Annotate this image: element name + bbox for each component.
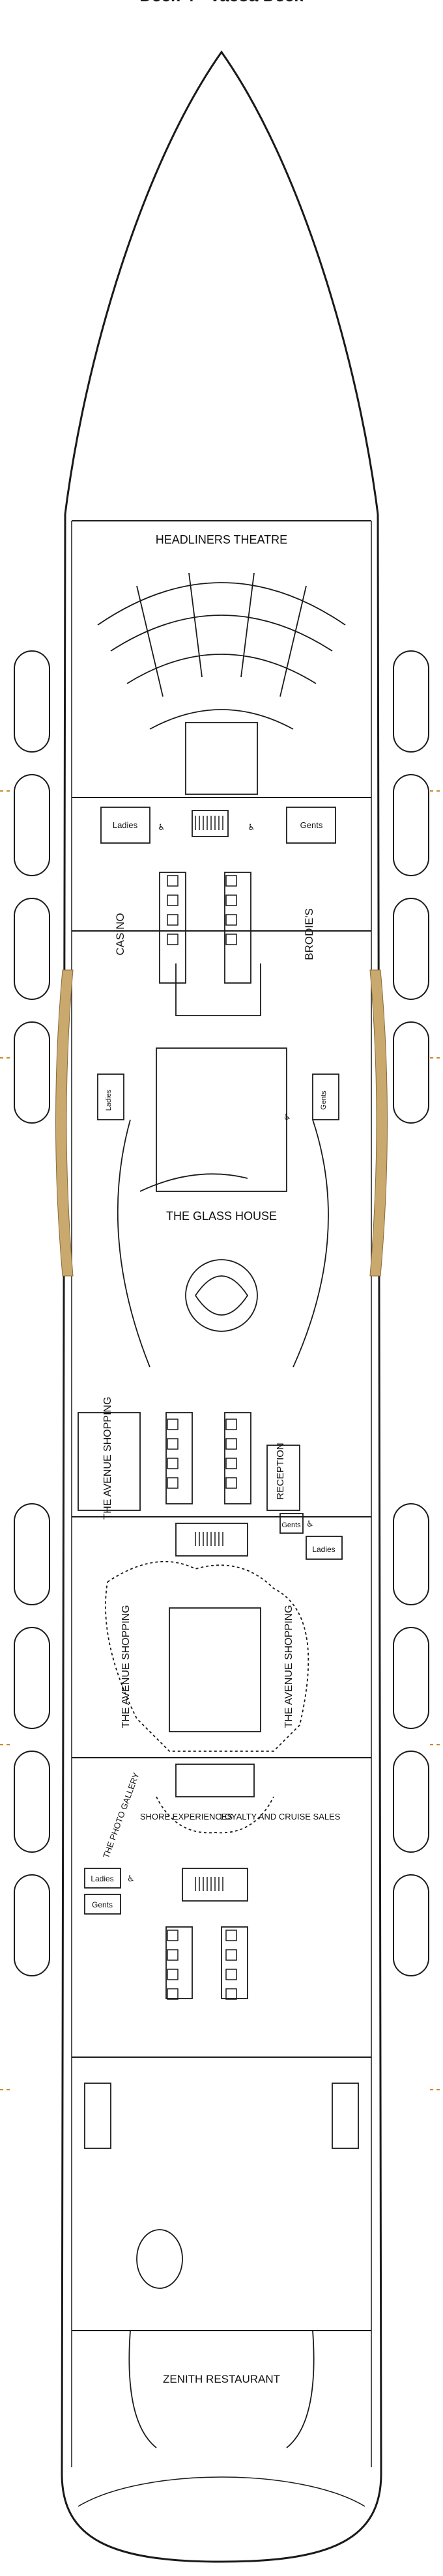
label-shore-experiences: SHORE EXPERIENCES — [140, 1812, 233, 1821]
promenade-teak — [55, 969, 388, 1277]
lift-icon — [225, 1969, 237, 1980]
lift-icon — [167, 934, 179, 945]
lift-icon — [167, 1419, 179, 1430]
label-casino: CASINO — [114, 913, 126, 955]
lifeboat-icon — [393, 1021, 429, 1124]
svg-text:♿: ♿ — [306, 1519, 314, 1529]
svg-text:♿: ♿ — [127, 1874, 135, 1884]
lifeboat-icon — [393, 1874, 429, 1976]
svg-text:♿: ♿ — [158, 823, 165, 833]
wheelchair-icon: ♿ ♿ ♿ ♿ ♿ — [127, 823, 314, 1884]
lifeboat-icon — [14, 1874, 50, 1976]
label-gents-3: Gents — [281, 1521, 301, 1529]
lifeboat-icon — [393, 1503, 429, 1605]
label-headliners-theatre: HEADLINERS THEATRE — [156, 533, 287, 546]
lift-icon — [167, 1438, 179, 1450]
label-ladies-3: Ladies — [312, 1545, 335, 1554]
label-brodies: BRODIE'S — [303, 908, 315, 960]
lifeboat-icon — [14, 1503, 50, 1605]
label-glass-house: THE GLASS HOUSE — [166, 1210, 277, 1223]
lift-icon — [225, 875, 237, 887]
section-dividers — [72, 520, 371, 2331]
hull-outline — [61, 50, 382, 2563]
label-ladies-2: Ladies — [105, 1089, 113, 1111]
label-zenith-restaurant: ZENITH RESTAURANT — [163, 2373, 280, 2385]
svg-text:♿: ♿ — [283, 1113, 291, 1122]
lifeboat-icon — [393, 774, 429, 876]
lift-icon — [225, 1477, 237, 1489]
lifeboat-icon — [393, 898, 429, 1000]
label-avenue-shopping-left: THE AVENUE SHOPPING — [121, 1605, 132, 1728]
lift-icon — [225, 1458, 237, 1469]
theatre-seating — [97, 572, 346, 795]
lifeboat-icon — [393, 1751, 429, 1853]
lift-icon — [225, 1930, 237, 1941]
lifeboat-icon — [14, 650, 50, 753]
hull-inner-line — [71, 521, 372, 2467]
lift-icon — [225, 1438, 237, 1450]
lift-icon — [167, 1988, 179, 2000]
label-reception: RECEPTION — [275, 1443, 286, 1500]
lift-icon — [225, 1949, 237, 1961]
lifeboat-icon — [393, 650, 429, 753]
glass-house — [97, 1047, 339, 1368]
lifeboat-icon — [14, 1021, 50, 1124]
lift-icon — [167, 1458, 179, 1469]
label-avenue-shopping-right: THE AVENUE SHOPPING — [283, 1605, 294, 1728]
lift-icon — [225, 1988, 237, 2000]
lifeboat-icon — [14, 898, 50, 1000]
casino-area — [100, 807, 336, 1016]
lift-icon — [167, 894, 179, 906]
stern-line — [78, 2476, 365, 2507]
lift-icon — [167, 914, 179, 926]
lifeboat-icon — [14, 1627, 50, 1729]
zenith-restaurant-area — [84, 1926, 359, 2448]
label-ladies-1: Ladies — [113, 820, 138, 830]
avenue-area — [78, 1412, 343, 1752]
label-ladies-4: Ladies — [91, 1874, 113, 1883]
services-area — [84, 1764, 274, 1915]
lift-icon — [167, 1969, 179, 1980]
lift-icon — [167, 1930, 179, 1941]
lift-icon — [167, 1477, 179, 1489]
label-avenue-shopping-top: THE AVENUE SHOPPING — [102, 1396, 113, 1519]
lift-icon — [225, 1419, 237, 1430]
lift-icon — [167, 875, 179, 887]
lift-icon — [225, 894, 237, 906]
lifeboat-icon — [14, 774, 50, 876]
lift-icon — [167, 1949, 179, 1961]
lift-icon — [225, 914, 237, 926]
label-loyalty-cruise-sales: LOYALTY AND CRUISE SALES — [220, 1812, 341, 1821]
lifeboat-icon — [14, 1751, 50, 1853]
deck-title: Deck 4 - Vacoa Deck — [0, 0, 443, 6]
svg-text:♿: ♿ — [248, 823, 255, 833]
lift-icon — [225, 934, 237, 945]
lifeboat-icon — [393, 1627, 429, 1729]
label-gents-2: Gents — [320, 1090, 328, 1110]
label-gents-4: Gents — [92, 1900, 113, 1909]
label-gents-1: Gents — [300, 820, 323, 830]
